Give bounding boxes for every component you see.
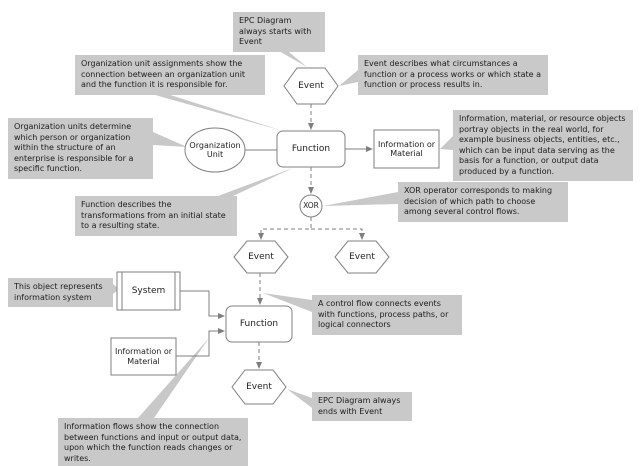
function-bottom-box (225, 305, 293, 343)
leader-info-material (440, 136, 453, 150)
info-material-bottom-box (110, 337, 177, 376)
event-left-hexagon (233, 240, 289, 274)
event-top-hexagon (283, 67, 339, 105)
leader-system (113, 284, 119, 294)
leader-org-units (153, 132, 187, 147)
callout-leaders (113, 38, 453, 418)
flow-xor-branch-left (258, 217, 312, 240)
event-right-hexagon (334, 240, 390, 274)
callout-control-flow: A control flow connects events with func… (312, 295, 462, 335)
callout-xor: XOR operator corresponds to making decis… (398, 182, 568, 222)
callout-info-flows: Information flows show the connection be… (58, 418, 248, 466)
infoflow-material-to-function (176, 328, 225, 357)
info-material-top-box (373, 129, 440, 169)
shape-outlines (110, 67, 440, 405)
callout-event-desc: Event describes what circumstances a fun… (358, 55, 548, 95)
leader-control-flow (263, 293, 312, 312)
flow-xor-branch-right (311, 228, 365, 240)
event-bottom-hexagon (231, 369, 287, 405)
leader-event-desc (339, 70, 358, 86)
callout-function-desc: Function describes the transformations f… (75, 196, 237, 236)
leader-function-desc (218, 168, 293, 196)
callout-start: EPC Diagram always starts with Event (233, 12, 325, 52)
leader-org-assignment (148, 93, 283, 131)
organization-unit-ellipse (184, 127, 246, 173)
leader-xor (323, 192, 398, 206)
leader-info-flows (138, 338, 209, 418)
connectors (176, 104, 373, 369)
function-top-box (276, 130, 346, 168)
callout-info-material: Information, material, or resource objec… (453, 110, 633, 182)
callout-end: EPC Diagram always ends with Event (312, 392, 412, 422)
callout-system: This object represents information syste… (8, 278, 113, 308)
callout-org-units: Organization units determine which perso… (8, 118, 153, 179)
callout-org-assignment: Organization unit assignments show the c… (75, 55, 265, 95)
infoflow-system-to-function (180, 290, 225, 319)
leader-end (287, 389, 312, 408)
xor-circle (299, 194, 323, 218)
system-box (116, 271, 181, 311)
